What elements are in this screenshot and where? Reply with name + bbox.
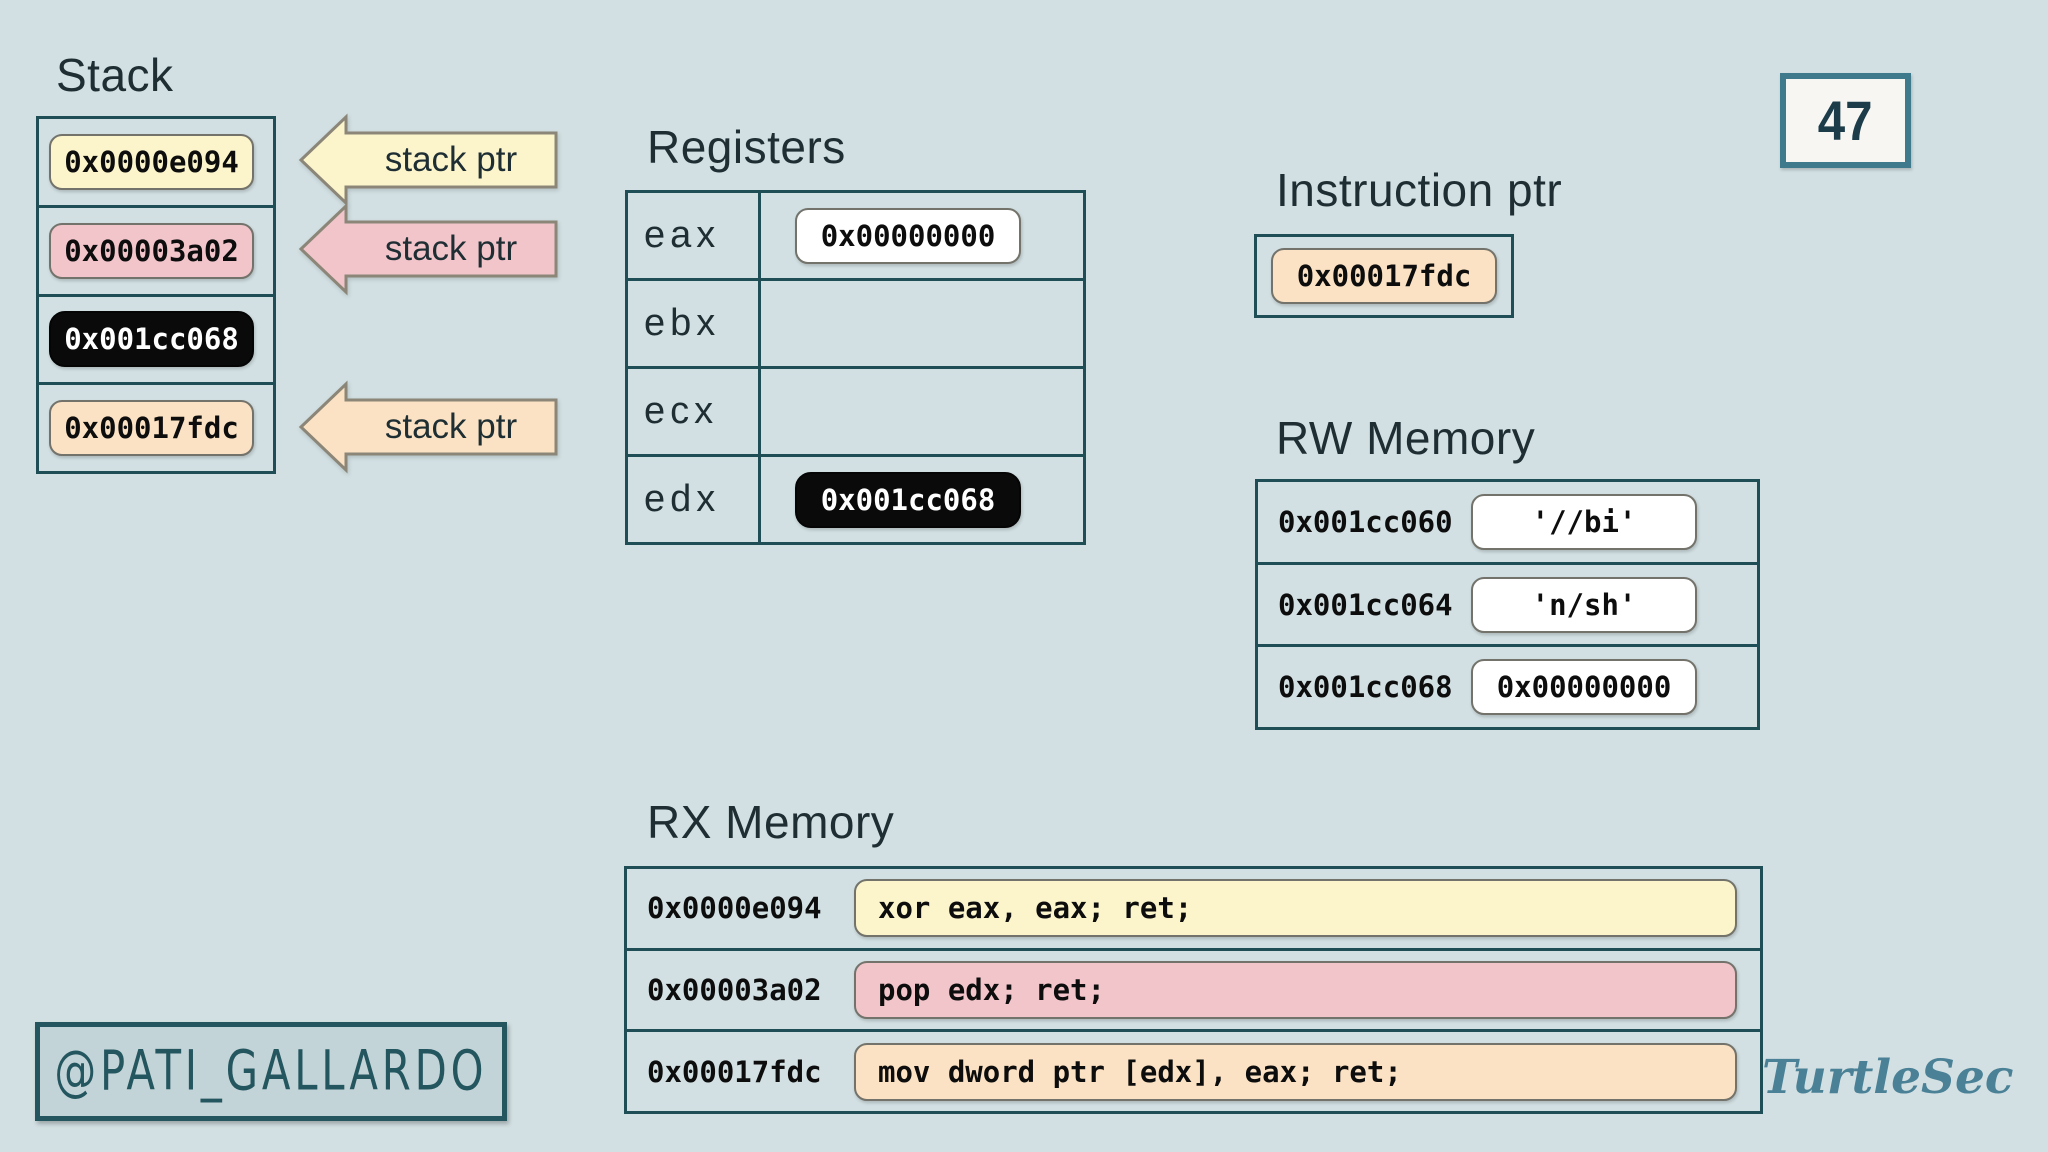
rx-memory-table: 0x0000e094 xor eax, eax; ret; 0x00003a02… xyxy=(624,866,1763,1114)
memory-row: 0x001cc068 0x00000000 xyxy=(1258,644,1757,727)
stack-row: 0x001cc068 xyxy=(39,293,273,383)
stack-title: Stack xyxy=(56,49,174,101)
instruction-ptr-title: Instruction ptr xyxy=(1276,164,1563,216)
stack-value: 0x00003a02 xyxy=(49,222,254,279)
stack-ptr-label: stack ptr xyxy=(384,407,518,446)
register-row: ecx xyxy=(628,366,1083,454)
memory-value: 'n/sh' xyxy=(1471,576,1697,633)
register-value: 0x00000000 xyxy=(795,207,1021,264)
stack-value: 0x00017fdc xyxy=(49,400,254,457)
left-arrow-icon xyxy=(298,202,558,296)
author-handle-box: @PATI_GALLARDO xyxy=(35,1022,507,1121)
stack-row: 0x0000e094 xyxy=(39,119,273,205)
rw-memory-table: 0x001cc060 '//bi' 0x001cc064 'n/sh' 0x00… xyxy=(1255,479,1760,730)
author-handle: @PATI_GALLARDO xyxy=(54,1039,488,1104)
registers-title: Registers xyxy=(647,121,846,173)
register-row: edx 0x001cc068 xyxy=(628,454,1083,542)
stack-row: 0x00003a02 xyxy=(39,204,273,294)
left-arrow-icon xyxy=(298,113,558,207)
stack-ptr-arrow: stack ptr xyxy=(298,377,559,477)
stack-value: 0x0000e094 xyxy=(49,133,254,190)
rw-memory-title: RW Memory xyxy=(1276,412,1536,464)
memory-address: 0x001cc068 xyxy=(1278,670,1453,705)
memory-row: 0x001cc060 '//bi' xyxy=(1258,482,1757,562)
register-row: ebx xyxy=(628,278,1083,366)
register-row: eax 0x00000000 xyxy=(628,193,1083,278)
stack-value: 0x001cc068 xyxy=(49,311,254,368)
slide-number: 47 xyxy=(1818,89,1873,152)
memory-row: 0x001cc064 'n/sh' xyxy=(1258,561,1757,645)
stack-table: 0x0000e094 0x00003a02 0x001cc068 0x00017… xyxy=(36,116,276,474)
memory-value: '//bi' xyxy=(1471,493,1697,550)
memory-address: 0x0000e094 xyxy=(647,891,822,926)
stack-ptr-label: stack ptr xyxy=(384,229,518,268)
register-value: 0x001cc068 xyxy=(795,471,1021,528)
left-arrow-icon xyxy=(298,380,558,474)
register-name: eax xyxy=(628,193,761,278)
memory-row: 0x00003a02 pop edx; ret; xyxy=(627,947,1760,1030)
instruction-ptr-value: 0x00017fdc xyxy=(1271,248,1497,304)
gadget-value: xor eax, eax; ret; xyxy=(854,879,1737,938)
slide-number-badge: 47 xyxy=(1780,73,1911,168)
memory-address: 0x001cc064 xyxy=(1278,587,1453,622)
register-name: edx xyxy=(628,457,761,542)
register-name: ebx xyxy=(628,281,761,366)
instruction-ptr-box: 0x00017fdc xyxy=(1254,234,1514,318)
rx-memory-title: RX Memory xyxy=(647,796,895,848)
stack-ptr-label: stack ptr xyxy=(384,140,518,179)
memory-address: 0x001cc060 xyxy=(1278,504,1453,539)
memory-row: 0x00017fdc mov dword ptr [edx], eax; ret… xyxy=(627,1029,1760,1111)
memory-address: 0x00003a02 xyxy=(647,973,822,1007)
stack-ptr-arrow: stack ptr xyxy=(298,110,559,210)
gadget-value: mov dword ptr [edx], eax; ret; xyxy=(854,1042,1737,1101)
memory-address: 0x00017fdc xyxy=(647,1054,822,1089)
memory-row: 0x0000e094 xor eax, eax; ret; xyxy=(627,869,1760,948)
register-name: ecx xyxy=(628,369,761,454)
stack-ptr-arrow: stack ptr xyxy=(298,199,559,299)
memory-value: 0x00000000 xyxy=(1471,659,1697,716)
registers-table: eax 0x00000000 ebx ecx edx 0x001cc068 xyxy=(625,190,1086,545)
stack-row: 0x00017fdc xyxy=(39,382,273,471)
gadget-value: pop edx; ret; xyxy=(854,961,1737,1019)
turtlesec-logo: TurtleSec xyxy=(1762,1050,2014,1105)
